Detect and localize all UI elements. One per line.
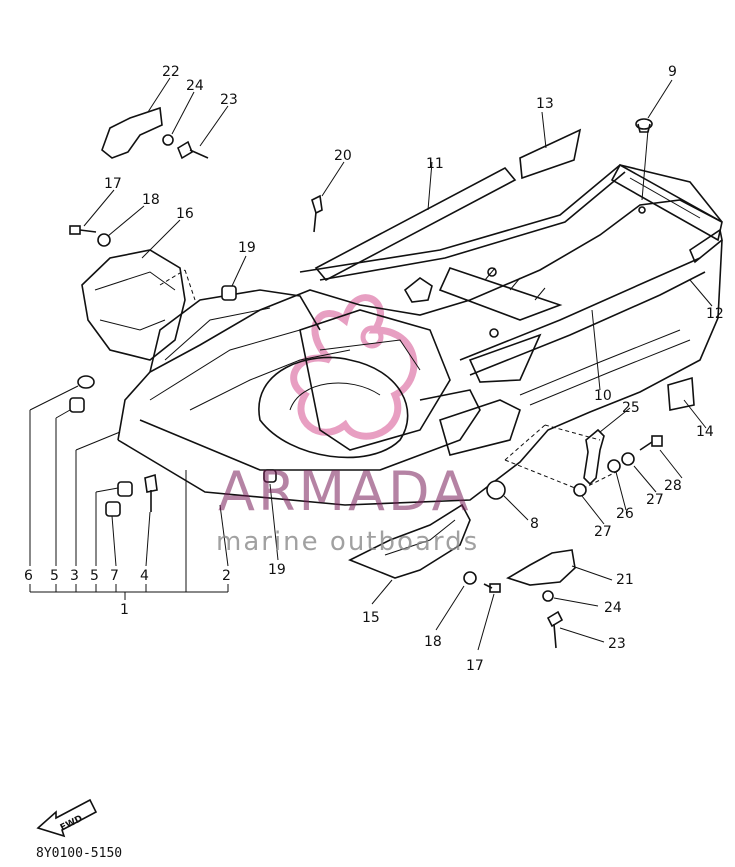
part-28-bolt-icon [639,435,663,451]
part-7-bushing-icon [105,501,121,517]
part-24b-washer-icon [542,590,554,602]
callout-13: 13 [536,96,554,112]
part-6-cap-icon [77,375,95,389]
callout-labels: 1 2 3 4 5 5 6 7 8 9 10 11 12 13 14 15 16… [24,64,724,674]
watermark-logo-icon [290,294,418,440]
callout-19a: 19 [238,240,256,256]
catalog-number: 8Y0100-5150 [36,846,123,861]
clip-21 [506,549,576,586]
part-18b-washer-icon [463,571,477,585]
part-20-rivet-icon [311,194,323,233]
callout-14: 14 [696,424,714,440]
callout-28: 28 [664,478,682,494]
callout-10: 10 [594,388,612,404]
part-26-collar-icon [607,459,621,473]
frame-hull [117,163,723,506]
bracket-22 [101,106,163,159]
watermark-brand: ARMADA [218,460,472,523]
cover-15 [348,503,471,579]
callout-4: 4 [140,568,149,584]
callout-9: 9 [668,64,677,80]
leader-lines [29,77,713,651]
callout-23a: 23 [220,92,238,108]
part-9-plug-icon [635,118,653,133]
callout-24b: 24 [604,600,622,616]
part-5b-sleeve-icon [117,481,133,497]
part-17b-bolt-icon [483,583,501,593]
callout-26: 26 [616,506,634,522]
stripe-12 [689,228,723,264]
callout-1: 1 [120,602,129,618]
callout-27a: 27 [646,492,664,508]
callout-17b: 17 [466,658,484,674]
callout-3: 3 [70,568,79,584]
part-17-bolt-icon [69,225,97,235]
panel-16 [81,249,186,361]
part-27-washer-icon [573,483,587,497]
callout-16: 16 [176,206,194,222]
part-4-drain-icon [144,473,158,512]
callout-5b: 5 [90,568,99,584]
callout-5a: 5 [50,568,59,584]
callout-20: 20 [334,148,352,164]
callout-12: 12 [706,306,724,322]
callout-6: 6 [24,568,33,584]
callout-24a: 24 [186,78,204,94]
callout-18a: 18 [142,192,160,208]
fwd-label: FWD [59,814,85,834]
callout-19b: 19 [268,562,286,578]
decal-13 [519,128,582,180]
part-8-plug-icon [486,480,506,500]
decal-14 [667,376,695,411]
callout-23b: 23 [608,636,626,652]
callout-2: 2 [222,568,231,584]
fwd-arrow-icon: FWD [36,798,98,838]
callout-11: 11 [426,156,444,172]
part-23b-screw-icon [546,610,564,649]
decal-11 [314,166,517,282]
callout-18b: 18 [424,634,442,650]
callout-22: 22 [162,64,180,80]
watermark-tagline: marine outboards [216,527,479,557]
part-18-washer-icon [97,233,111,247]
part-24-washer-icon [162,134,174,146]
callout-27b: 27 [594,524,612,540]
callout-21: 21 [616,572,634,588]
part-27b-washer-icon [621,452,635,466]
callout-17a: 17 [104,176,122,192]
part-19b-grommet-icon [263,469,277,483]
callout-8: 8 [530,516,539,532]
callout-7: 7 [110,568,119,584]
part-23-screw-icon [177,140,209,160]
callout-25: 25 [622,400,640,416]
callout-15: 15 [362,610,380,626]
part-19-grommet-icon [221,285,237,301]
part-5-sleeve-icon [69,397,85,413]
